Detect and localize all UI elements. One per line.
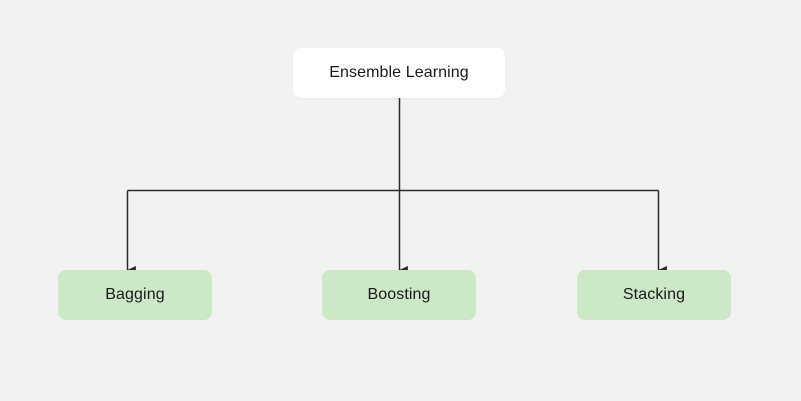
node-stacking[interactable]: Stacking — [577, 270, 731, 320]
node-label: Ensemble Learning — [329, 64, 469, 81]
node-ensemble-learning[interactable]: Ensemble Learning — [293, 48, 505, 98]
node-label: Bagging — [105, 286, 165, 303]
node-label: Stacking — [622, 286, 686, 303]
node-label: Boosting — [367, 286, 431, 303]
node-bagging[interactable]: Bagging — [58, 270, 212, 320]
node-boosting[interactable]: Boosting — [322, 270, 476, 320]
